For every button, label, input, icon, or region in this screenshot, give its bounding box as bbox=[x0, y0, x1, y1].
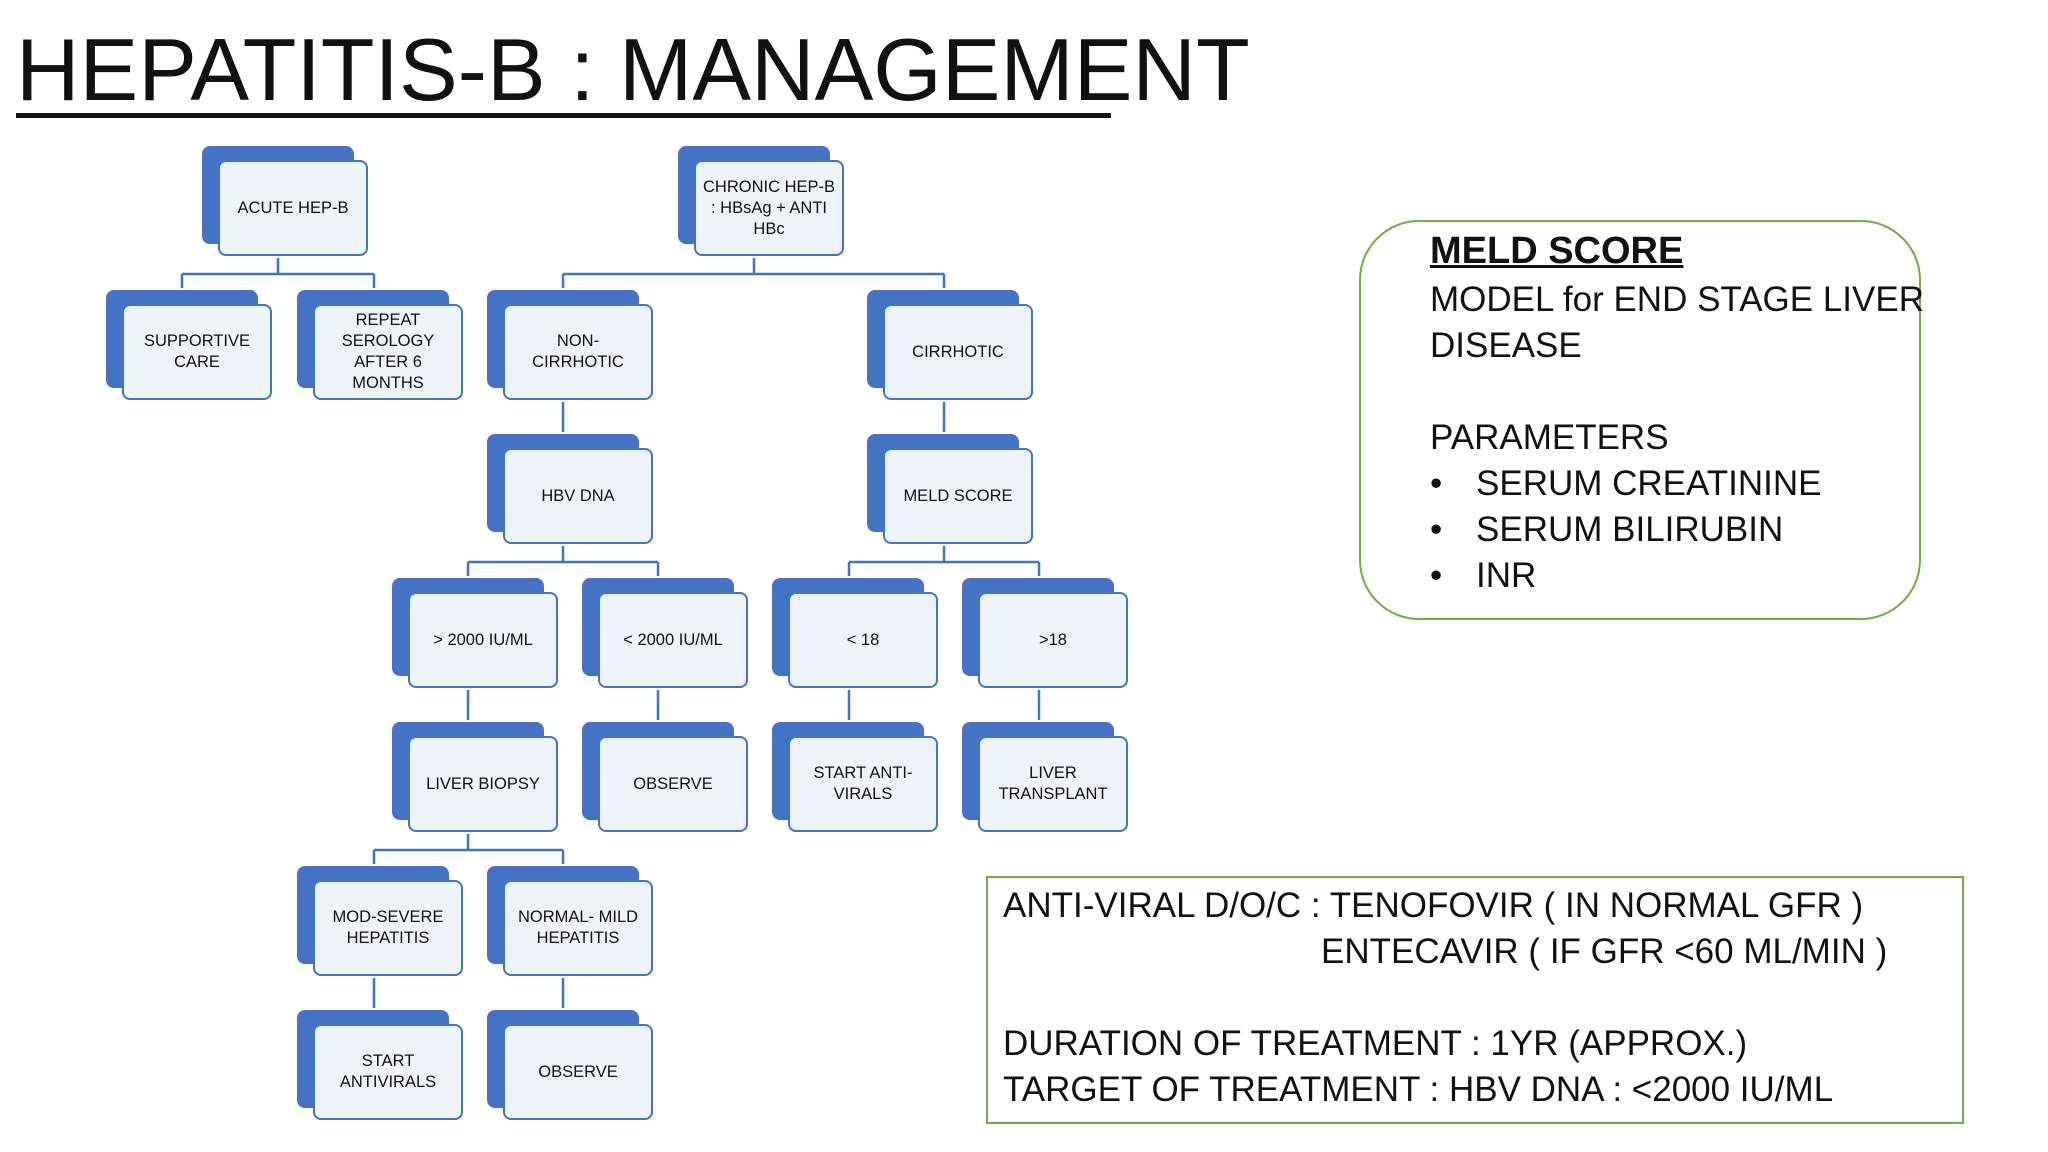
treatment-info-box bbox=[986, 876, 1964, 1124]
meld-param-item: •INR bbox=[1430, 556, 1537, 595]
node-non-cirrhotic: NON- CIRRHOTIC bbox=[487, 290, 653, 400]
treatment-target: TARGET OF TREATMENT : HBV DNA : <2000 IU… bbox=[1003, 1070, 1834, 1109]
connector-hbvdna bbox=[466, 546, 660, 576]
node-gt-18: >18 bbox=[962, 578, 1128, 688]
meld-parameters-heading: PARAMETERS bbox=[1430, 418, 1669, 457]
connector-meld bbox=[847, 546, 1041, 576]
connector-biopsy bbox=[372, 834, 565, 864]
bullet-icon: • bbox=[1430, 464, 1443, 503]
node-acute-hep-b: ACUTE HEP-B bbox=[202, 146, 368, 256]
node-normal-mild: NORMAL- MILD HEPATITIS bbox=[487, 866, 653, 976]
node-observe-1: OBSERVE bbox=[582, 722, 748, 832]
node-gt-2000: > 2000 IU/ML bbox=[392, 578, 558, 688]
connector-acute bbox=[180, 258, 376, 288]
node-liver-biopsy: LIVER BIOPSY bbox=[392, 722, 558, 832]
antiviral-drug-of-choice: ANTI-VIRAL D/O/C : TENOFOVIR ( IN NORMAL… bbox=[1003, 886, 1864, 925]
bullet-icon: • bbox=[1430, 510, 1443, 549]
bullet-icon: • bbox=[1430, 556, 1443, 595]
meld-info-box bbox=[1359, 220, 1921, 620]
node-start-anti-virals: START ANTI-VIRALS bbox=[772, 722, 938, 832]
connector-chronic bbox=[561, 258, 946, 288]
node-liver-transplant: LIVER TRANSPLANT bbox=[962, 722, 1128, 832]
node-start-antivirals: START ANTIVIRALS bbox=[297, 1010, 463, 1120]
node-supportive-care: SUPPORTIVE CARE bbox=[106, 290, 272, 400]
antiviral-alternative: ENTECAVIR ( IF GFR <60 ML/MIN ) bbox=[1321, 932, 1888, 971]
node-hbv-dna: HBV DNA bbox=[487, 434, 653, 544]
title-underline bbox=[16, 113, 1111, 118]
meld-definition-line-2: DISEASE bbox=[1430, 326, 1582, 365]
node-observe-2: OBSERVE bbox=[487, 1010, 653, 1120]
meld-param-item: •SERUM BILIRUBIN bbox=[1430, 510, 1784, 549]
treatment-duration: DURATION OF TREATMENT : 1YR (APPROX.) bbox=[1003, 1024, 1748, 1063]
meld-definition-line-1: MODEL for END STAGE LIVER bbox=[1430, 280, 1924, 319]
node-meld-score: MELD SCORE bbox=[867, 434, 1033, 544]
node-lt-2000: < 2000 IU/ML bbox=[582, 578, 748, 688]
node-chronic-hep-b: CHRONIC HEP-B : HBsAg + ANTI HBc bbox=[678, 146, 844, 256]
node-mod-severe: MOD-SEVERE HEPATITIS bbox=[297, 866, 463, 976]
node-cirrhotic: CIRRHOTIC bbox=[867, 290, 1033, 400]
meld-heading: MELD SCORE bbox=[1430, 230, 1684, 272]
meld-param-item: •SERUM CREATININE bbox=[1430, 464, 1822, 503]
node-repeat-serology: REPEAT SEROLOGY AFTER 6 MONTHS bbox=[297, 290, 463, 400]
page-title: HEPATITIS-B : MANAGEMENT bbox=[16, 20, 1250, 119]
node-lt-18: < 18 bbox=[772, 578, 938, 688]
